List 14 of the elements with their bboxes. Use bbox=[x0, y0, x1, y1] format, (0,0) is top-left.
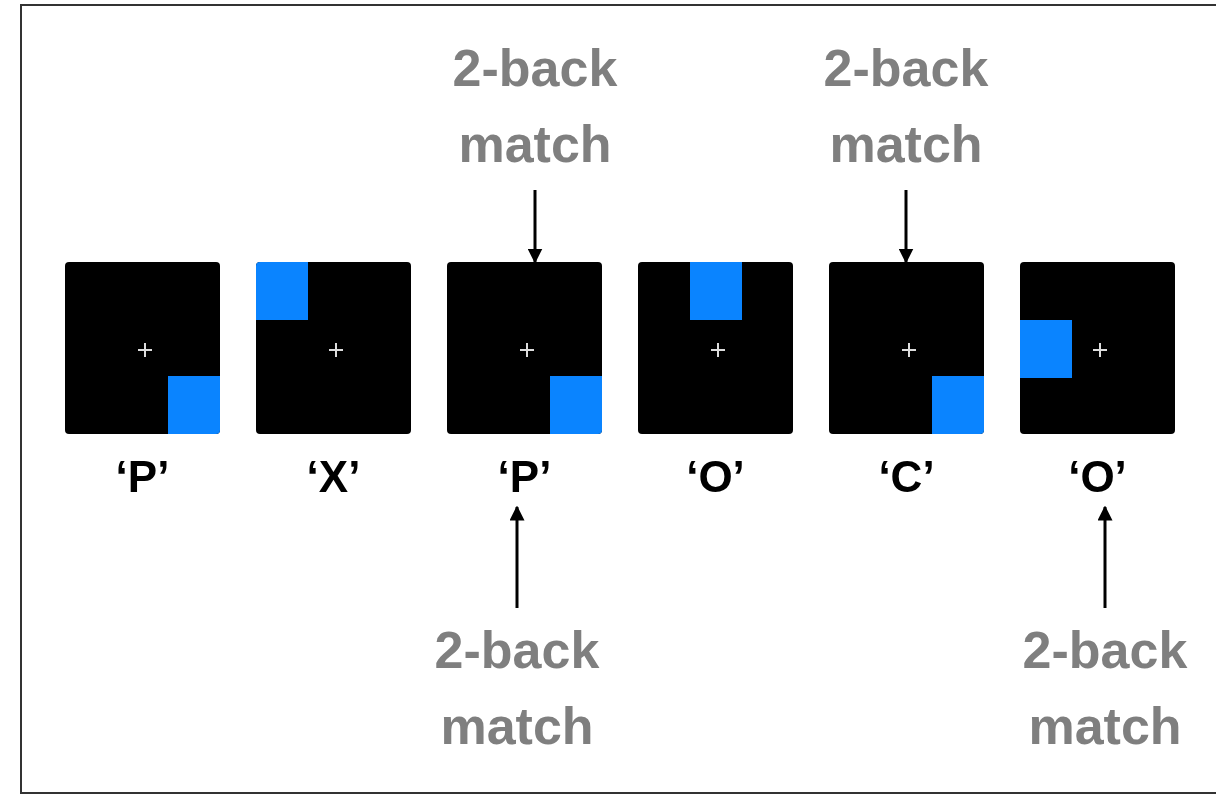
arrow bbox=[509, 505, 525, 608]
stimulus-letter: ‘P’ bbox=[114, 451, 171, 503]
match-label: 2-back match bbox=[415, 30, 655, 182]
match-label: 2-back match bbox=[985, 612, 1216, 764]
stimulus-letter: ‘C’ bbox=[877, 451, 936, 503]
arrow bbox=[527, 190, 543, 264]
stimulus-letter: ‘P’ bbox=[496, 451, 553, 503]
arrow bbox=[1097, 505, 1113, 608]
match-label: 2-back match bbox=[397, 612, 637, 764]
arrow bbox=[898, 190, 914, 264]
match-label: 2-back match bbox=[786, 30, 1026, 182]
stimulus-letter: ‘O’ bbox=[685, 451, 746, 503]
stimulus-letter: ‘O’ bbox=[1067, 451, 1128, 503]
stimulus-letter: ‘X’ bbox=[305, 451, 362, 503]
